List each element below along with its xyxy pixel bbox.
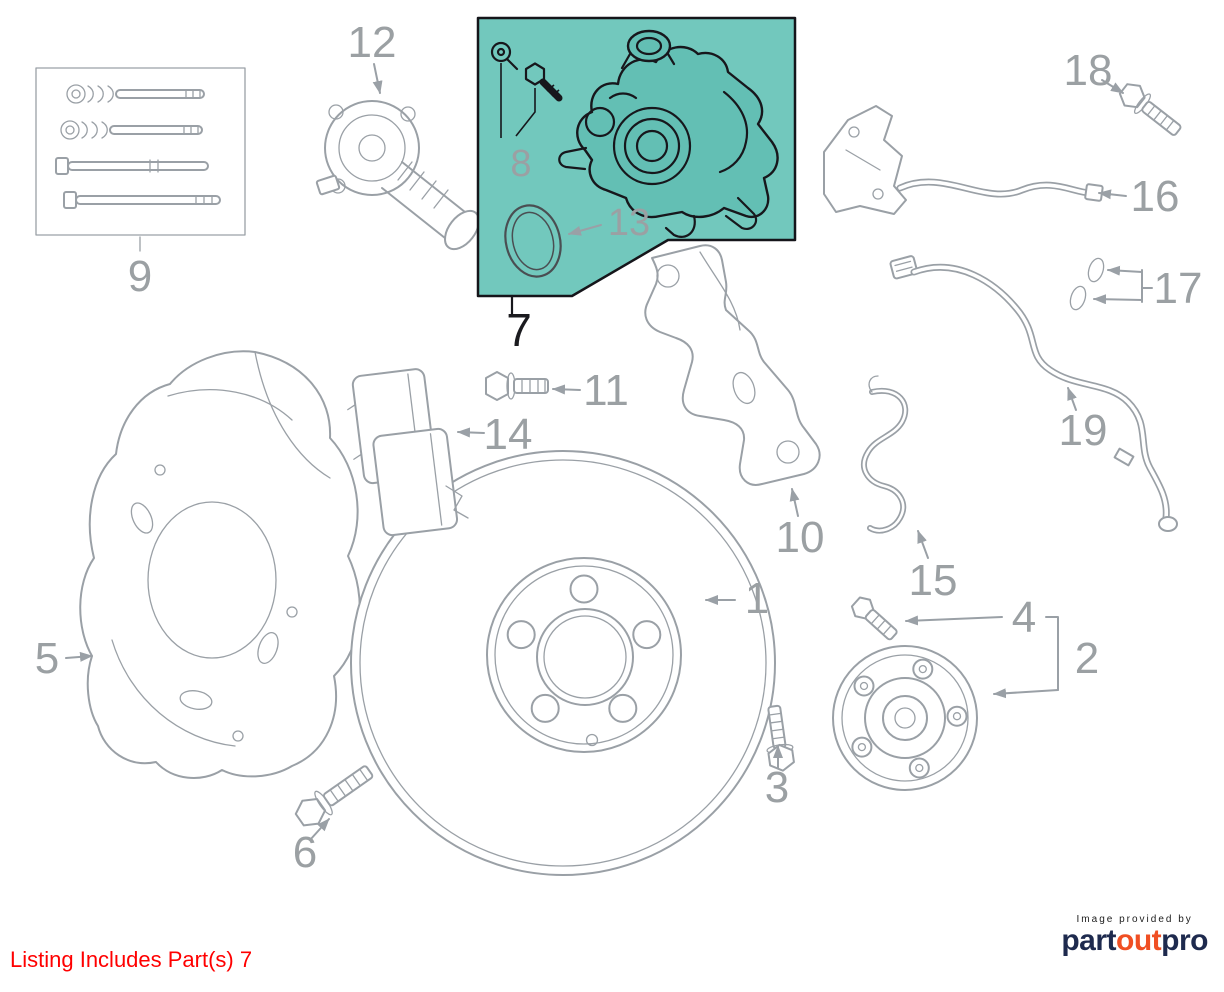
part-label-10: 10 [776,513,825,562]
caliper-bolt-part-11 [485,371,549,401]
part-label-5: 5 [35,634,59,683]
guide-pin-kit-part-9 [35,67,246,252]
wheel-stud-part-4 [850,596,898,641]
part-label-3: 3 [765,763,789,812]
brand-out: out [1116,924,1162,957]
provider-caption: Image provided by [1076,914,1193,925]
spring-clip-part-15 [861,375,909,534]
part-label-13: 13 [608,202,650,244]
brake-hose-part-16 [823,105,1104,215]
brand-pro: pro [1161,924,1208,957]
dust-shield-part-5 [79,350,361,779]
part-label-9: 9 [128,252,152,301]
part-label-14: 14 [484,410,533,459]
part-label-8: 8 [510,143,531,185]
part-label-12: 12 [348,18,397,67]
part-label-6: 6 [293,828,317,877]
parking-brake-actuator-part-12 [315,100,480,251]
part-label-16: 16 [1131,172,1180,221]
shield-bolt-part-6 [294,765,374,827]
brand-part: part [1061,924,1117,957]
highlighted-caliper-part-7 [476,16,797,316]
partoutpro-logo: partoutpro [1061,926,1208,956]
brake-pads-part-14 [347,368,469,537]
caliper-body [558,29,779,238]
image-provider: Image provided by partoutpro [1061,914,1208,956]
abs-hose-part-19 [889,255,1178,532]
leader-arrows [65,63,1153,841]
retainer-clips-part-17 [1069,257,1105,311]
part-label-18: 18 [1064,46,1113,95]
caliper-pin-bolts-part-8 [490,41,563,138]
bracket-bolt-part-18 [1118,83,1182,136]
part-labels: 1 2 3 4 5 6 7 8 9 10 11 12 13 14 15 16 1… [35,18,1203,877]
part-label-1: 1 [745,574,769,623]
part-label-19: 19 [1059,406,1108,455]
hub-assembly-part-2 [832,645,978,791]
part-label-11: 11 [583,366,629,415]
part-label-7: 7 [506,304,532,356]
caliper-bracket-part-10 [644,244,821,486]
piston-seal-part-13 [504,204,562,278]
part-label-15: 15 [909,556,958,605]
listing-includes-note: Listing Includes Part(s) 7 [10,947,253,972]
part-label-4: 4 [1012,593,1036,642]
brake-rotor-part-1 [350,450,776,876]
part-label-17: 17 [1154,264,1203,313]
part-label-2: 2 [1075,634,1099,683]
